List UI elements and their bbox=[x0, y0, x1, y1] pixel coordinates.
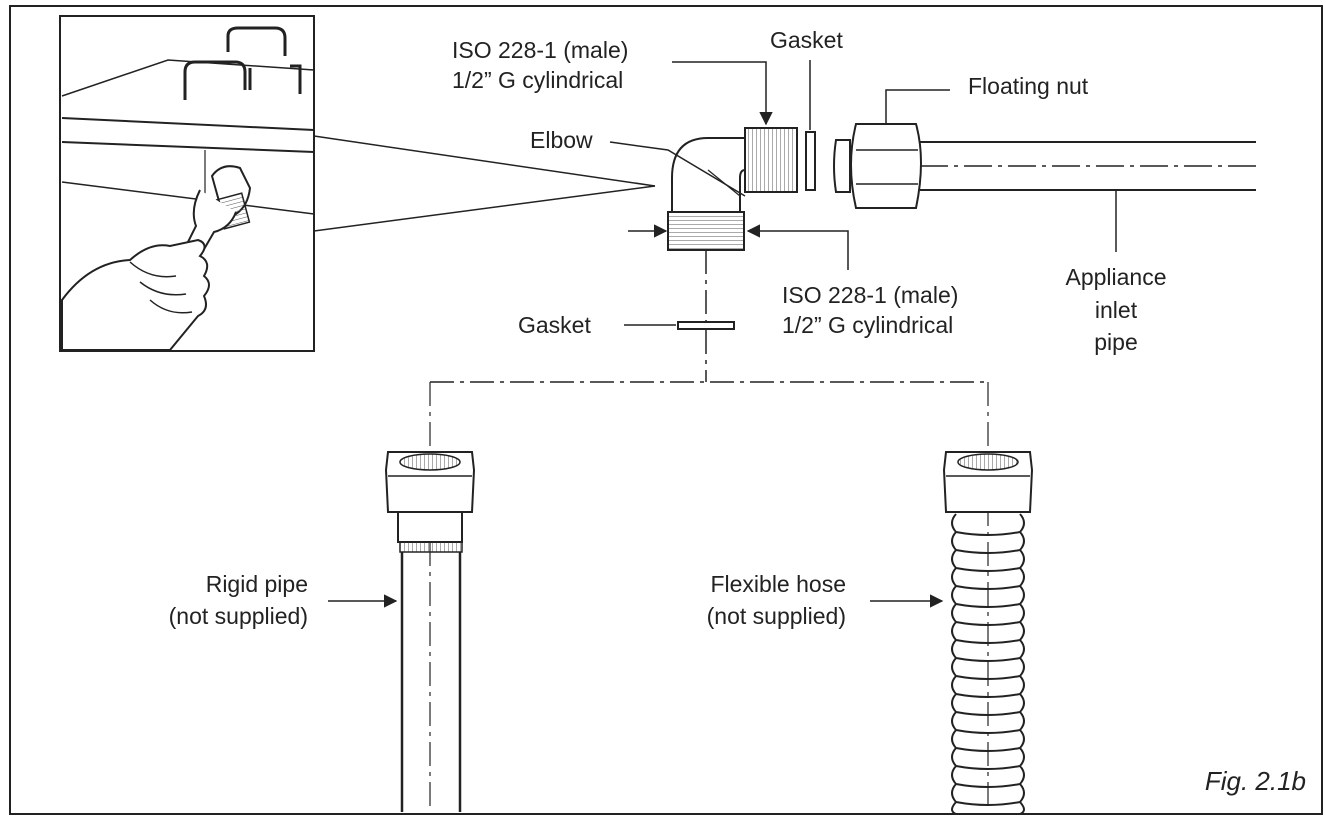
pan-support-3 bbox=[248, 64, 302, 94]
figure-caption: Fig. 2.1b bbox=[1205, 766, 1306, 796]
labels: ISO 228-1 (male) 1/2” G cylindrical Gask… bbox=[169, 27, 1306, 796]
rigid-collar bbox=[397, 511, 463, 543]
elbow-assembly bbox=[667, 127, 798, 251]
zoom-line-bottom bbox=[313, 185, 656, 232]
nut-collar bbox=[833, 139, 851, 193]
iso-bottom-leader bbox=[746, 224, 849, 270]
pan-support-1 bbox=[183, 60, 247, 100]
label-rigid-2: (not supplied) bbox=[169, 603, 308, 629]
hob-top-surface bbox=[61, 59, 315, 97]
label-flexible-2: (not supplied) bbox=[707, 603, 846, 629]
label-flexible-1: Flexible hose bbox=[710, 571, 846, 597]
label-gasket-bottom: Gasket bbox=[518, 312, 591, 338]
label-appliance-1: Appliance bbox=[1065, 264, 1166, 290]
floating-nut-leader bbox=[885, 89, 950, 124]
floating-nut-assembly bbox=[833, 123, 1256, 209]
label-rigid-1: Rigid pipe bbox=[206, 571, 308, 597]
label-appliance-2: inlet bbox=[1095, 297, 1138, 323]
hob-front-edge-lower bbox=[61, 141, 315, 153]
hob-front-edge bbox=[61, 117, 315, 131]
floating-nut-shape bbox=[850, 123, 922, 209]
label-iso-bottom-1: ISO 228-1 (male) bbox=[782, 282, 958, 308]
leader-lines bbox=[328, 60, 1117, 608]
elbow-thread-vertical bbox=[667, 211, 745, 251]
inset-illustration bbox=[59, 15, 656, 352]
figure-border bbox=[9, 5, 1323, 815]
flexible-hose bbox=[942, 451, 1034, 815]
label-iso-top-2: 1/2” G cylindrical bbox=[452, 67, 623, 93]
pan-support-2 bbox=[226, 26, 287, 56]
zoom-line-top bbox=[313, 135, 656, 187]
gasket-bottom-shape bbox=[677, 321, 735, 330]
elbow-thread-horizontal bbox=[744, 127, 798, 193]
elbow-leader bbox=[609, 141, 746, 197]
label-appliance-3: pipe bbox=[1094, 329, 1137, 355]
label-elbow: Elbow bbox=[530, 127, 593, 153]
hob-bottom bbox=[61, 181, 315, 215]
label-floating-nut: Floating nut bbox=[968, 73, 1089, 99]
label-iso-top-1: ISO 228-1 (male) bbox=[452, 37, 628, 63]
label-iso-bottom-2: 1/2” G cylindrical bbox=[782, 312, 953, 338]
iso-top-leader bbox=[672, 61, 773, 126]
label-gasket-top: Gasket bbox=[770, 27, 843, 53]
hand-icon bbox=[61, 238, 210, 351]
rigid-pipe bbox=[384, 451, 476, 812]
gasket-top-shape bbox=[805, 131, 816, 191]
